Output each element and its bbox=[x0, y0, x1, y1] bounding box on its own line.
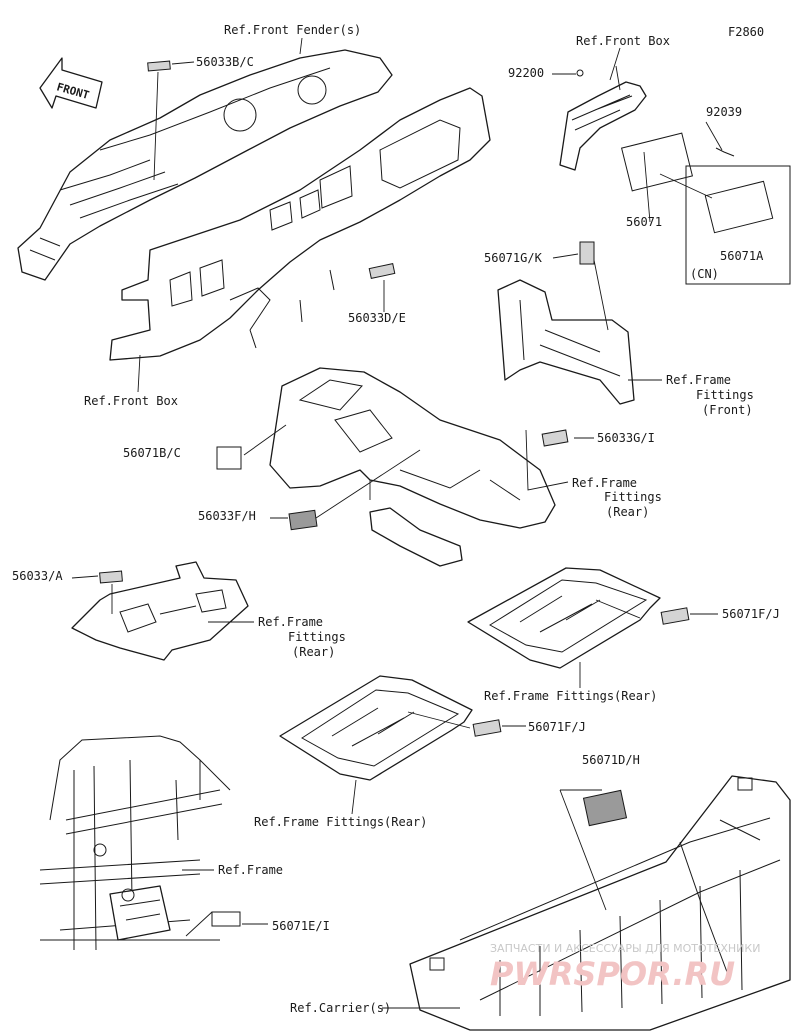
label-56071a bbox=[704, 180, 774, 234]
label-56033a bbox=[99, 570, 123, 584]
callout-ref-ff-front-3: (Front) bbox=[702, 403, 753, 417]
floor-plate-part bbox=[71, 561, 249, 661]
watermark-line-1: ЗАПЧАСТИ И АКСЕССУАРЫ ДЛЯ МОТОТЕХНИКИ bbox=[490, 942, 760, 955]
frame-part bbox=[39, 735, 231, 951]
callout-ref-frame: Ref.Frame bbox=[218, 863, 283, 877]
label-56033gi bbox=[541, 429, 569, 447]
label-56071dh bbox=[582, 789, 628, 827]
center-console-part bbox=[269, 367, 556, 567]
label-56071 bbox=[620, 132, 694, 192]
callout-56071fj-a: 56071F/J bbox=[722, 607, 780, 621]
callout-56033de: 56033D/E bbox=[348, 311, 406, 325]
part-92200-icon bbox=[576, 69, 584, 77]
callout-ref-ff-front-2: Fittings bbox=[696, 388, 754, 402]
label-56033bc bbox=[147, 60, 171, 72]
callout-56033bc: 56033B/C bbox=[196, 55, 254, 69]
front-box-part bbox=[109, 87, 491, 361]
label-56071bc bbox=[216, 446, 242, 470]
callout-56033a: 56033/A bbox=[12, 569, 63, 583]
callout-56071bc: 56071B/C bbox=[123, 446, 181, 460]
callout-56071ei: 56071E/I bbox=[272, 919, 330, 933]
callout-ref-ff-rear-a: Ref.Frame Fittings(Rear) bbox=[484, 689, 657, 703]
frame-fittings-front-part bbox=[497, 279, 635, 405]
label-56071ei bbox=[211, 911, 241, 927]
rear-tray-b-part bbox=[279, 675, 473, 781]
callout-56071a: 56071A bbox=[720, 249, 764, 263]
callout-56033gi: 56033G/I bbox=[597, 431, 655, 445]
watermark-line-2: PWRSPOR.RU bbox=[490, 955, 735, 993]
callout-ref-ff-rear-console-3: (Rear) bbox=[606, 505, 649, 519]
callout-ref-ff-rear-console-1: Ref.Frame bbox=[572, 476, 637, 490]
front-arrow-icon: FRONT bbox=[39, 57, 103, 109]
label-56033de bbox=[368, 263, 396, 279]
callout-ref-ff-rear-plate-1: Ref.Frame bbox=[258, 615, 323, 629]
callout-56071gk: 56071G/K bbox=[484, 251, 543, 265]
callout-ref-ff-rear-plate-2: Fittings bbox=[288, 630, 346, 644]
front-fender-part bbox=[17, 49, 393, 281]
diagram-id: F2860 bbox=[728, 25, 764, 39]
part-92039-icon bbox=[715, 147, 735, 157]
callout-ref-carriers: Ref.Carrier(s) bbox=[290, 1001, 391, 1015]
callout-ref-ff-rear-plate-3: (Rear) bbox=[292, 645, 335, 659]
rear-tray-a-part bbox=[467, 567, 661, 669]
callout-56071: 56071 bbox=[626, 215, 662, 229]
label-56033fh bbox=[288, 509, 318, 531]
cn-box bbox=[685, 165, 791, 285]
callout-ref-ff-rear-console-2: Fittings bbox=[604, 490, 662, 504]
callout-ref-front-fenders: Ref.Front Fender(s) bbox=[224, 23, 361, 37]
callout-ref-front-box-bottom: Ref.Front Box bbox=[84, 394, 178, 408]
callout-56033fh: 56033F/H bbox=[198, 509, 256, 523]
label-56071fj-b bbox=[472, 719, 502, 737]
callout-92200: 92200 bbox=[508, 66, 544, 80]
label-56071gk bbox=[579, 241, 595, 265]
front-box-panel-part bbox=[559, 81, 647, 171]
callout-ref-ff-front-1: Ref.Frame bbox=[666, 373, 731, 387]
callout-56071dh: 56071D/H bbox=[582, 753, 640, 767]
label-56071fj-a bbox=[660, 607, 690, 625]
callout-cn: (CN) bbox=[690, 267, 719, 281]
carrier-part bbox=[409, 775, 791, 1031]
callout-ref-ff-rear-b: Ref.Frame Fittings(Rear) bbox=[254, 815, 427, 829]
callout-ref-front-box-top: Ref.Front Box bbox=[576, 34, 670, 48]
callout-92039: 92039 bbox=[706, 105, 742, 119]
callout-56071fj-b: 56071F/J bbox=[528, 720, 586, 734]
